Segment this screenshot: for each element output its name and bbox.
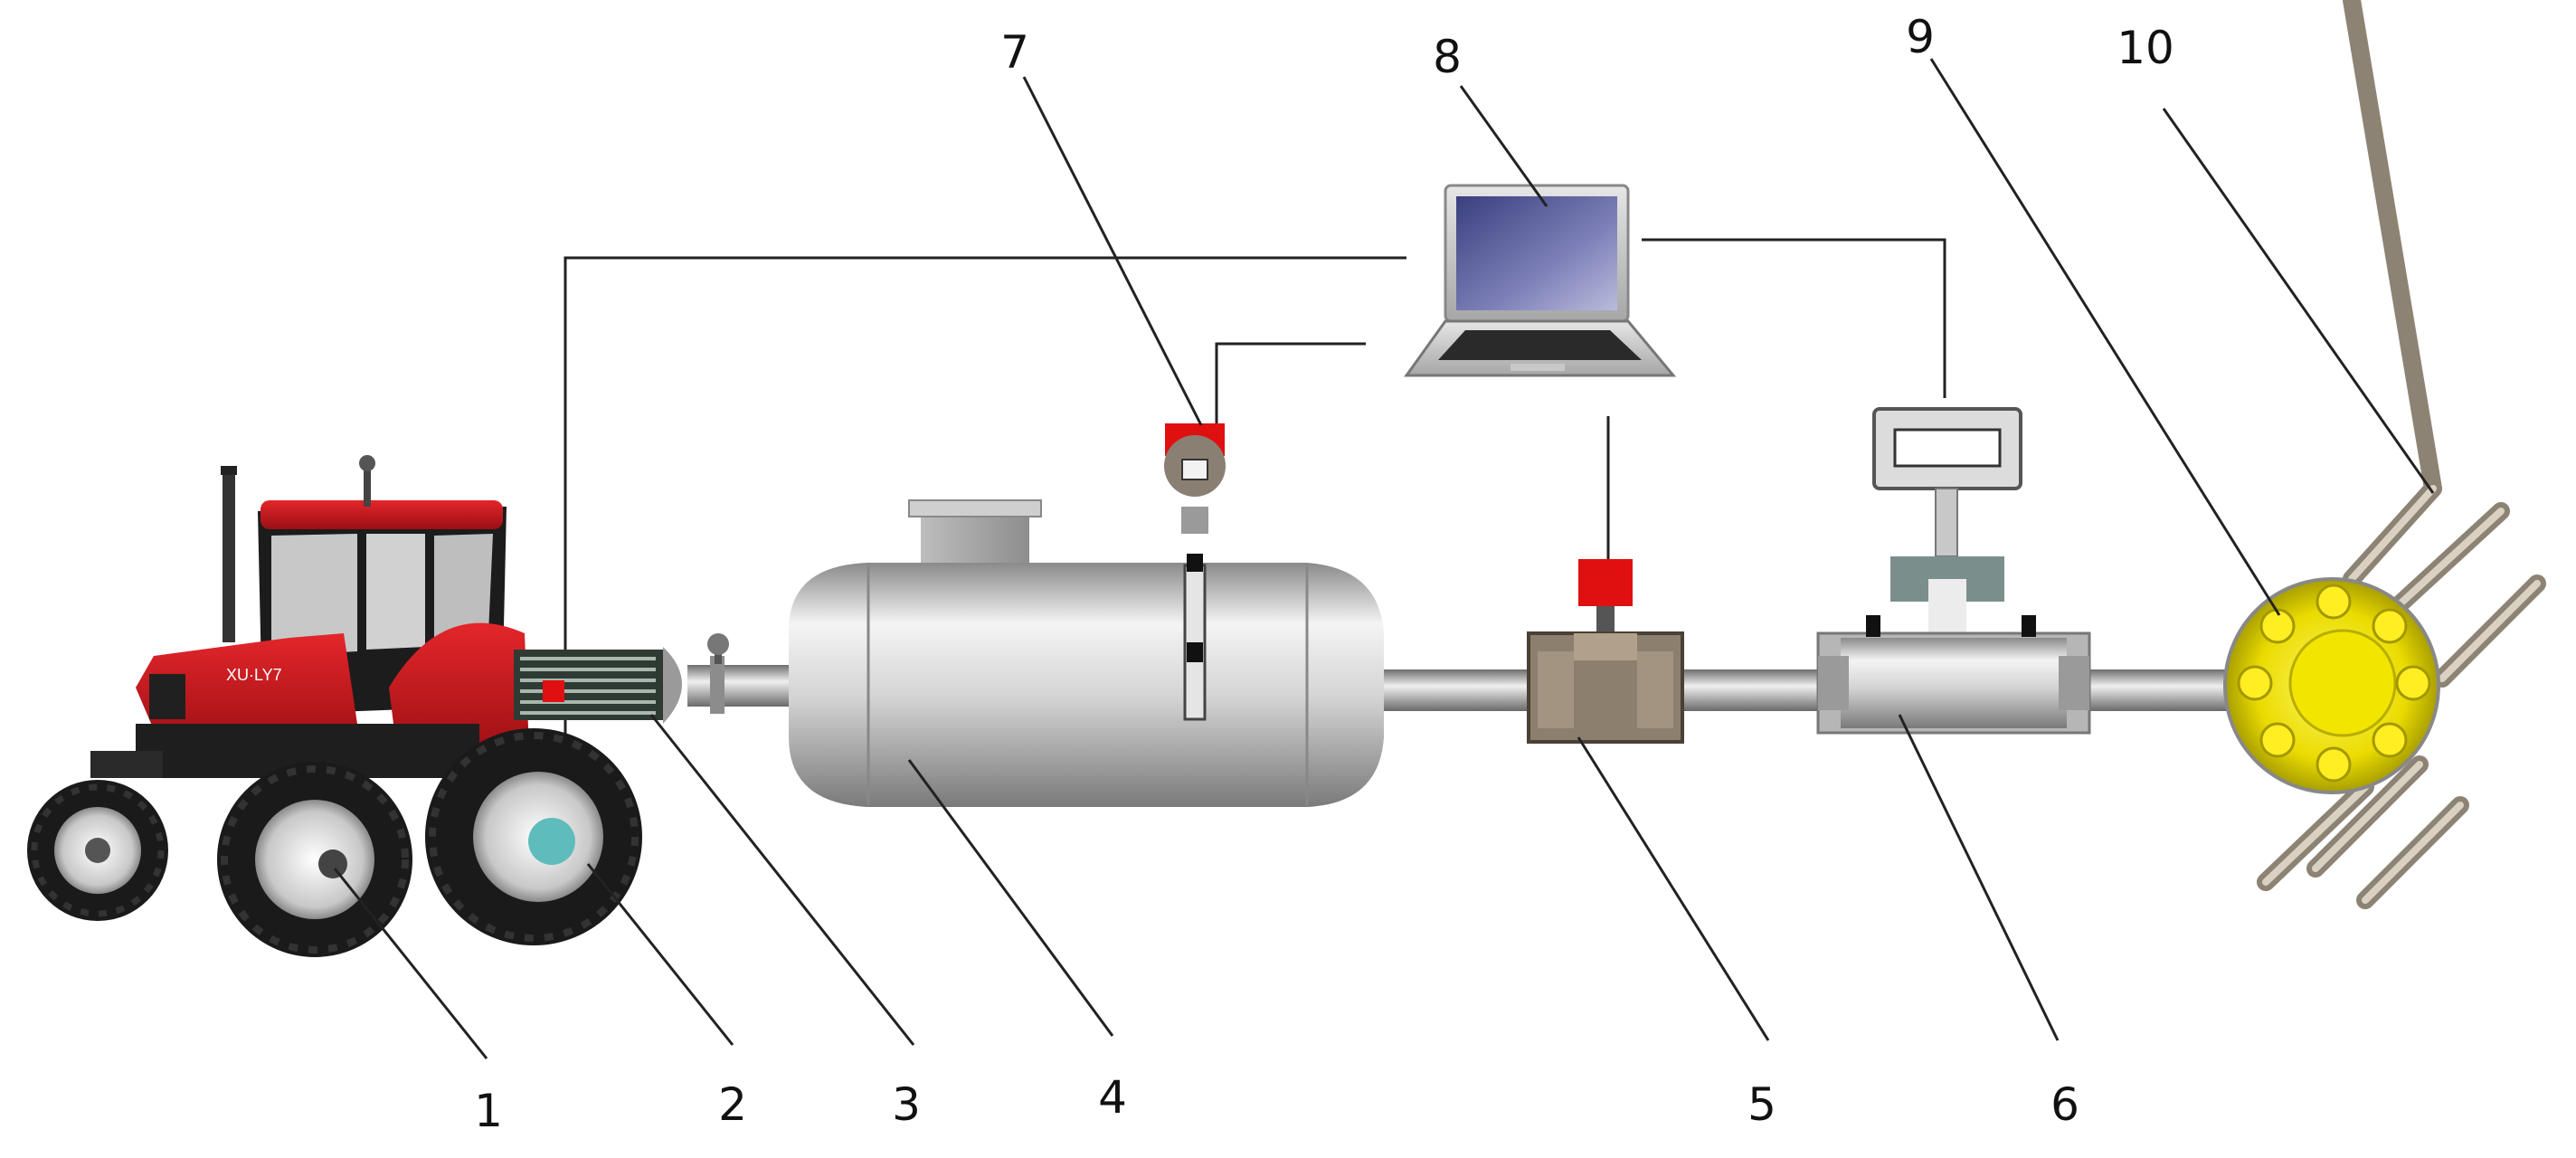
pressure-sensor-icon — [1527, 559, 1684, 744]
label-9: 9 — [1906, 11, 1935, 63]
label-3: 3 — [892, 1078, 921, 1131]
labels: 1 2 3 4 5 6 7 8 9 10 — [474, 11, 2174, 1137]
label-6: 6 — [2050, 1078, 2079, 1131]
leader-lines — [333, 58, 2435, 1059]
label-5: 5 — [1747, 1078, 1776, 1131]
pump-icon — [514, 633, 800, 724]
outlet-pipe — [1384, 669, 2234, 711]
nozzle-icon — [2223, 0, 2546, 909]
label-4: 4 — [1098, 1071, 1127, 1124]
label-7: 7 — [1000, 26, 1029, 79]
level-sensor-icon — [1164, 423, 1226, 721]
flowmeter-icon — [1816, 407, 2091, 735]
laptop-icon — [1404, 184, 1677, 377]
label-2: 2 — [718, 1078, 747, 1131]
label-8: 8 — [1433, 31, 1462, 83]
label-10: 10 — [2117, 22, 2174, 74]
label-1: 1 — [474, 1085, 503, 1137]
tank-icon — [788, 499, 1384, 807]
svg-text:XU·LY7: XU·LY7 — [226, 666, 282, 684]
tractor-icon: XU·LY7 — [27, 455, 642, 957]
signal-wires — [564, 238, 1948, 755]
